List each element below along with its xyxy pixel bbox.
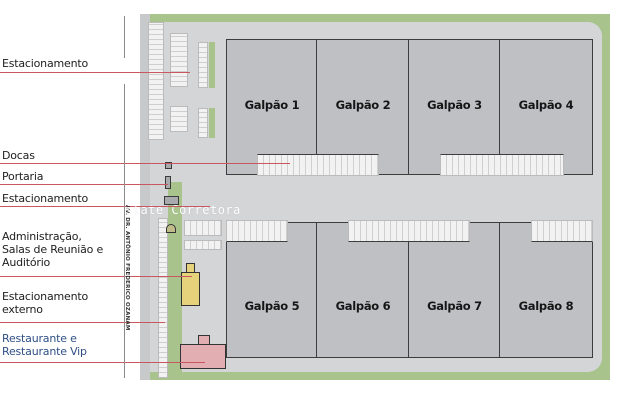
- legend-portaria: Portaria: [2, 170, 44, 183]
- leader-line-estacionamento-externo-overlay: [140, 322, 165, 323]
- warehouse-7[interactable]: Galpão 7: [408, 222, 501, 358]
- green-strip-top: [150, 14, 610, 22]
- warehouse-5[interactable]: Galpão 5: [226, 222, 318, 358]
- leader-line-restaurante-overlay: [140, 362, 205, 363]
- docas-marker: [165, 162, 172, 169]
- leader-line-estacionamento-2: [0, 206, 210, 207]
- leader-line-administracao-overlay: [140, 276, 192, 277]
- warehouse-8[interactable]: Galpão 8: [499, 222, 593, 358]
- dock-parking-8: [531, 220, 593, 242]
- parking-admin-1: [184, 220, 222, 236]
- admin-building: [181, 272, 200, 306]
- legend-estacionamento: Estacionamento: [2, 57, 88, 70]
- green-strip-bottom: [150, 372, 610, 380]
- legend-estacionamento-externo: Estacionamento externo: [2, 290, 88, 316]
- leader-line-portaria: [0, 184, 168, 185]
- leader-line-estacionamento: [0, 72, 190, 73]
- legend-docas: Docas: [2, 149, 35, 162]
- dock-parking-5: [226, 220, 288, 242]
- leader-line-docas-overlay: [140, 163, 290, 164]
- legend-administracao: Administração, Salas de Reunião e Auditó…: [2, 230, 104, 269]
- parking-block-2: [170, 106, 188, 132]
- leader-line-estacionamento-externo: [0, 322, 165, 323]
- legend-estacionamento-2: Estacionamento: [2, 192, 88, 205]
- warehouse-6[interactable]: Galpão 6: [316, 222, 410, 358]
- leader-line-estacionamento-overlay: [140, 72, 190, 73]
- green-strip-right: [602, 14, 610, 380]
- warehouse-3[interactable]: Galpão 3: [408, 39, 501, 175]
- leader-line-administracao: [0, 276, 192, 277]
- parking-block-4: [198, 108, 208, 138]
- portaria-building: [165, 176, 171, 189]
- parking-kiosk: [164, 196, 179, 205]
- dock-parking-3-4: [440, 154, 564, 176]
- leader-line-estacionamento-2-overlay: [140, 206, 210, 207]
- leader-line-portaria-overlay: [140, 184, 168, 185]
- road-edge-line: [124, 84, 125, 378]
- access-road: [140, 14, 150, 380]
- parking-strip-left: [148, 22, 164, 140]
- parking-external: [158, 218, 168, 378]
- guard-booth: [166, 224, 176, 233]
- restaurant-building-annex: [198, 335, 210, 345]
- road-name-label: AV. DR. ANTÔNIO FREDERICO OZANAM: [124, 205, 130, 331]
- legend-restaurante: Restaurante e Restaurante Vip: [2, 332, 87, 358]
- dock-parking-6-7: [348, 220, 470, 242]
- green-island-2: [209, 108, 215, 138]
- parking-block-3: [198, 42, 208, 88]
- bracket-top: [124, 16, 125, 58]
- admin-building-tower: [186, 263, 195, 273]
- dock-parking-1-2: [257, 154, 379, 176]
- leader-line-restaurante: [0, 362, 205, 363]
- warehouse-4[interactable]: Galpão 4: [499, 39, 593, 175]
- green-island-1: [209, 42, 215, 88]
- parking-admin-2: [184, 240, 222, 250]
- parking-block-1: [170, 33, 188, 87]
- restaurant-building: [180, 344, 226, 369]
